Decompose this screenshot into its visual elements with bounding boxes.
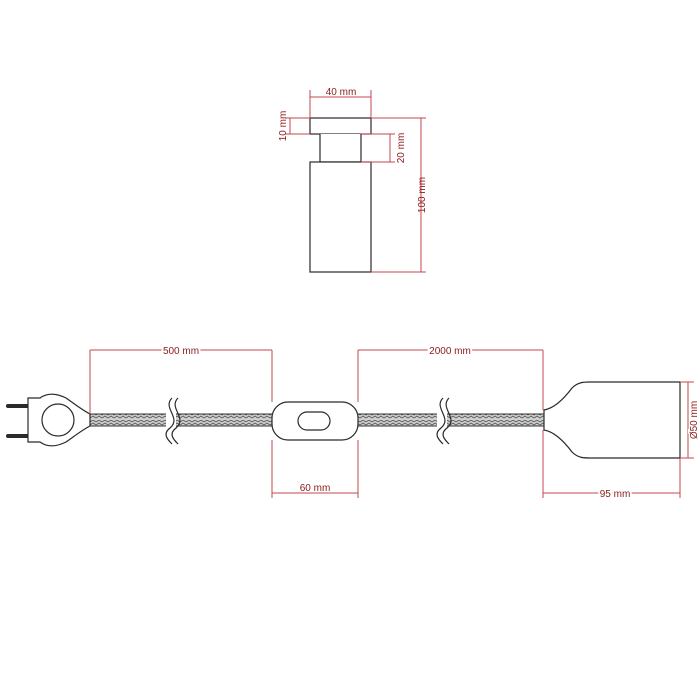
plug-grip-ring xyxy=(41,403,75,437)
cable-break-2 xyxy=(436,397,452,445)
dim-top-width: 40 mm xyxy=(309,87,372,118)
lamp-holder-body xyxy=(543,381,681,459)
dim-holder-length: 95 mm xyxy=(542,430,681,502)
dim-switch-length: 60 mm xyxy=(271,440,359,498)
dim-switch-length-label: 60 mm xyxy=(300,483,331,494)
holder-body xyxy=(309,161,372,273)
dim-total-height: 100 mm xyxy=(371,117,428,273)
dim-cap-height: 10 mm xyxy=(278,111,310,142)
dim-cap-height-label: 10 mm xyxy=(278,111,289,142)
dim-switch-to-holder-label: 2000 mm xyxy=(429,346,471,357)
top-holder-view: 40 mm 10 mm 20 mm 100 mm xyxy=(278,87,428,273)
holder-neck xyxy=(319,134,362,163)
dim-holder-diameter: Ø50 mm xyxy=(680,381,700,459)
switch-button xyxy=(297,411,331,431)
cable-assembly: 500 mm 2000 mm 60 mm 95 mm Ø xyxy=(6,344,700,502)
cable-break-1 xyxy=(165,397,181,445)
dim-plug-to-switch-label: 500 mm xyxy=(163,346,199,357)
dim-holder-diameter-label: Ø50 mm xyxy=(689,401,700,439)
plug xyxy=(6,393,91,447)
dim-top-width-label: 40 mm xyxy=(326,87,357,98)
dim-total-height-label: 100 mm xyxy=(417,177,428,213)
dim-plug-to-switch: 500 mm xyxy=(89,344,273,414)
dim-switch-to-holder: 2000 mm xyxy=(357,344,544,410)
dim-neck-height: 20 mm xyxy=(361,133,407,164)
holder-cap xyxy=(309,117,372,135)
dim-neck-height-label: 20 mm xyxy=(396,133,407,164)
lamp-holder xyxy=(543,381,681,459)
dim-holder-length-label: 95 mm xyxy=(600,489,631,500)
inline-switch xyxy=(271,401,359,441)
